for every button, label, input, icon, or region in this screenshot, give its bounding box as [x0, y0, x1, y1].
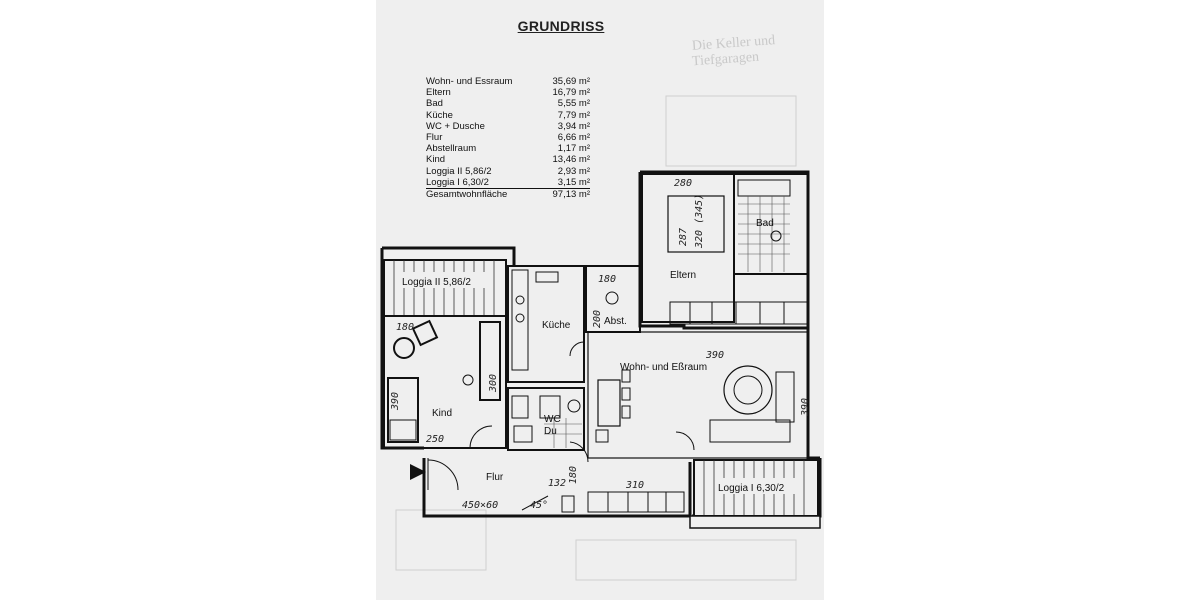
- label-flur: Flur: [486, 472, 504, 483]
- label-kind: Kind: [432, 408, 452, 419]
- entrance-arrow-icon: [410, 464, 426, 480]
- dim-kind-w: 180: [396, 322, 414, 333]
- area-name: Abstellraum: [426, 143, 477, 155]
- area-row: Abstellraum 1,17 m²: [426, 143, 590, 154]
- area-value: 5,55 m²: [557, 98, 590, 110]
- area-value: 16,79 m²: [552, 87, 591, 99]
- label-wohn: Wohn- und Eßraum: [620, 362, 707, 373]
- area-name: Loggia I 6,30/2: [426, 176, 489, 188]
- dim-flur-132: 132: [548, 478, 566, 489]
- dim-abst-w: 180: [598, 274, 616, 285]
- loggia-1: [689, 459, 821, 529]
- label-loggia-2: Loggia II 5,86/2: [402, 277, 471, 288]
- area-value: 3,15 m²: [557, 176, 590, 188]
- label-eltern: Eltern: [670, 270, 696, 281]
- area-row: Flur 6,66 m²: [426, 132, 590, 143]
- area-name: Loggia II 5,86/2: [426, 165, 492, 177]
- dim-eltern-h2: 320 (345): [694, 194, 705, 249]
- loggia-2: [383, 259, 507, 317]
- label-abst: Abst.: [604, 316, 627, 327]
- room-bad: [733, 173, 809, 275]
- dim-wohn-h: 390: [800, 398, 811, 417]
- area-name: Küche: [426, 109, 453, 121]
- area-total-name: Gesamtwohnfläche: [426, 188, 508, 200]
- room-kind: [383, 315, 507, 449]
- dim-abst-h: 200: [592, 310, 603, 328]
- label-kueche: Küche: [542, 320, 571, 331]
- label-loggia-1: Loggia I 6,30/2: [718, 483, 785, 494]
- dim-flur-45: 45°: [530, 500, 548, 511]
- area-total-value: 97,13 m²: [552, 188, 591, 200]
- area-value: 35,69 m²: [552, 76, 591, 87]
- label-du: Du: [544, 426, 557, 437]
- area-row: Loggia II 5,86/2 2,93 m²: [426, 166, 590, 177]
- area-row: Kind 13,46 m²: [426, 154, 590, 165]
- dim-eltern-h: 287: [678, 228, 689, 246]
- area-name: WC + Dusche: [426, 120, 485, 132]
- dim-kind-h: 390: [390, 392, 401, 411]
- dim-flur-310: 310: [625, 480, 644, 491]
- area-name: Wohn- und Essraum: [426, 76, 513, 87]
- dim-kind-bottom: 250: [426, 434, 444, 445]
- room-flur: [427, 425, 685, 513]
- area-row: Wohn- und Essraum 35,69 m²: [426, 76, 590, 87]
- floor-plan: Loggia II 5,86/2 Kind 180 390 300 250 Kü…: [380, 95, 822, 581]
- area-row: WC + Dusche 3,94 m²: [426, 121, 590, 132]
- area-row: Eltern 16,79 m²: [426, 87, 590, 98]
- dim-eltern-w: 280: [674, 178, 692, 189]
- dim-flur-180: 180: [568, 466, 579, 484]
- area-value: 6,66 m²: [557, 131, 590, 143]
- dim-wohn-w: 390: [705, 350, 724, 361]
- area-value: 13,46 m²: [552, 154, 591, 166]
- area-total-row: Gesamtwohnfläche 97,13 m²: [426, 189, 590, 200]
- area-value: 7,79 m²: [557, 109, 590, 121]
- area-row: Küche 7,79 m²: [426, 110, 590, 121]
- room-wc: [507, 387, 585, 451]
- label-bad: Bad: [756, 218, 774, 229]
- room-kueche: [507, 265, 585, 383]
- area-name: Bad: [426, 98, 443, 110]
- floor-plan-sheet: Die Keller und Tiefgaragen GRUNDRISS Woh…: [376, 0, 824, 600]
- ghost-lines: [395, 95, 797, 581]
- dim-kind-h2: 300: [488, 374, 499, 393]
- area-value: 2,93 m²: [557, 165, 590, 177]
- room-wohn: [587, 331, 809, 459]
- area-row: Bad 5,55 m²: [426, 98, 590, 109]
- area-row: Loggia I 6,30/2 3,15 m²: [426, 177, 590, 189]
- area-name: Eltern: [426, 87, 451, 99]
- label-wc: WC: [544, 414, 561, 425]
- area-value: 1,17 m²: [557, 143, 590, 155]
- area-name: Flur: [426, 131, 443, 143]
- area-name: Kind: [426, 154, 446, 166]
- area-value: 3,94 m²: [557, 120, 590, 132]
- dim-flur-450: 450×60: [462, 500, 498, 511]
- area-table: Wohn- und Essraum 35,69 m² Eltern 16,79 m²…: [426, 76, 590, 200]
- page-title: GRUNDRISS: [517, 18, 605, 34]
